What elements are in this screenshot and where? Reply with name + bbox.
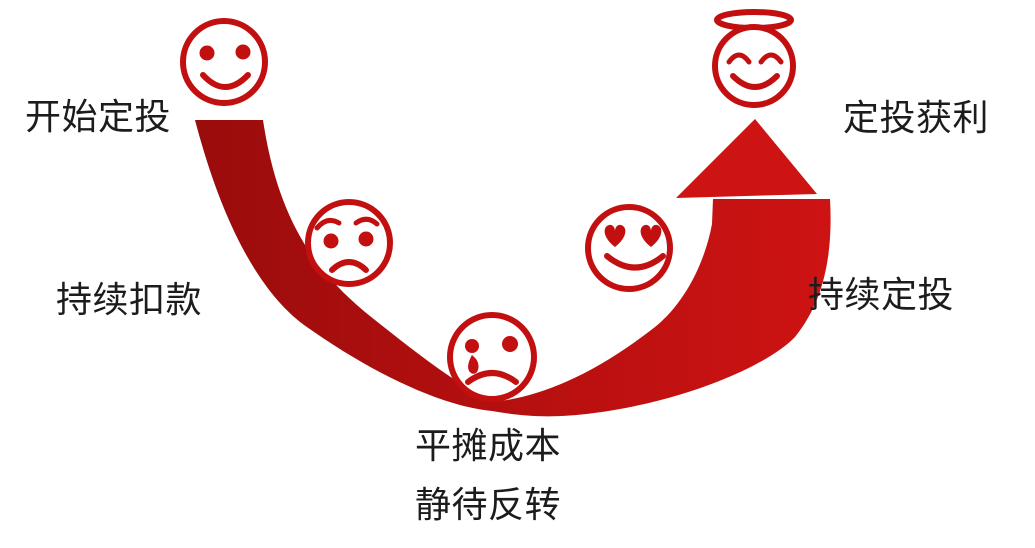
stage-label-average-cost: 平摊成本 — [414, 426, 561, 466]
right-heart-eye — [640, 224, 662, 247]
crying-face-icon — [447, 312, 537, 402]
arrow-head-icon — [676, 119, 817, 198]
right-closed-eye — [758, 52, 784, 65]
angel-face-icon — [712, 9, 796, 108]
smile-curve-swoosh — [195, 119, 831, 417]
stage-label-wait-reversal: 静待反转 — [414, 485, 561, 525]
frown-mouth — [329, 259, 369, 273]
left-brow — [314, 217, 342, 231]
right-brow — [353, 216, 380, 227]
left-eye — [465, 339, 479, 353]
right-eye — [502, 336, 518, 352]
left-heart-eye — [604, 224, 626, 247]
left-closed-eye — [726, 52, 752, 65]
smiling-face-icon — [180, 18, 268, 106]
stage-label-keep-deducting: 持续扣款 — [56, 280, 203, 320]
tear-drop — [468, 355, 479, 374]
heart-eyes-face-icon — [585, 204, 673, 292]
left-eye — [199, 45, 215, 61]
stage-label-profit: 定投获利 — [843, 98, 990, 138]
right-eye — [358, 231, 374, 247]
smile-mouth — [200, 72, 251, 90]
right-eye — [235, 44, 251, 60]
left-eye — [323, 233, 339, 249]
stage-label-start: 开始定投 — [25, 97, 172, 137]
smile-mouth — [730, 73, 780, 90]
stage-label-keep-investing: 持续定投 — [808, 275, 955, 315]
worried-face-icon — [305, 199, 393, 287]
frown-mouth — [465, 370, 519, 385]
swoosh-body — [195, 120, 831, 417]
smile-mouth — [604, 253, 666, 271]
